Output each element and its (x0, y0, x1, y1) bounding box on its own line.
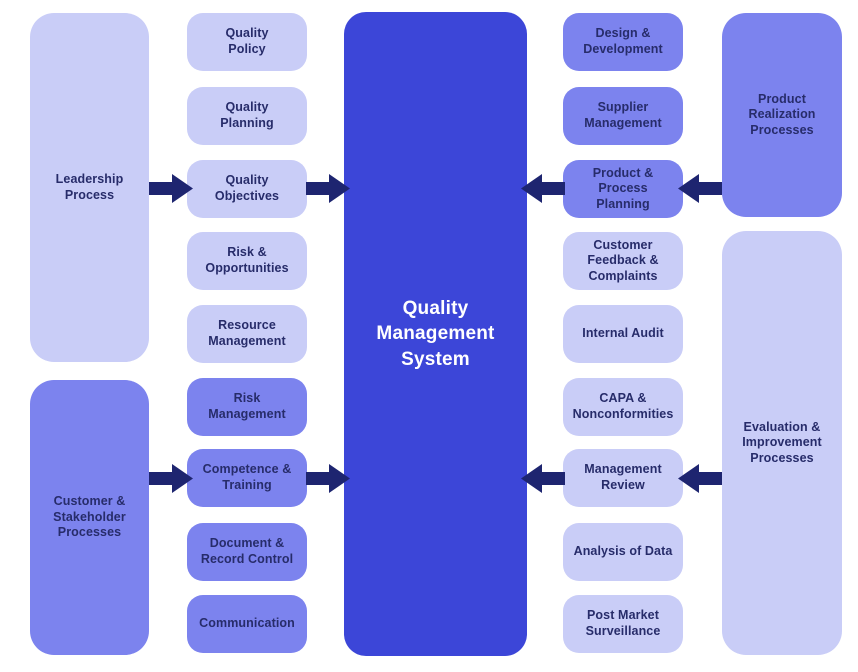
process-label: Quality Planning (220, 100, 274, 130)
arrow-left-management-review-to-center-icon (521, 464, 565, 493)
process-label: Communication (199, 616, 295, 631)
group-box-evaluation-improvement-processes: Evaluation & Improvement Processes (722, 231, 842, 655)
arrow-right-quality-objectives-to-center-icon (306, 174, 350, 203)
process-label: CAPA & Nonconformities (572, 391, 674, 421)
group-label-leadership-process: Leadership Process (55, 171, 124, 202)
process-box-customer-feedback-complaints: Customer Feedback & Complaints (563, 232, 683, 290)
process-box-capa-nonconformities: CAPA & Nonconformities (563, 378, 683, 436)
process-box-resource-management: Resource Management (187, 305, 307, 363)
process-label: Product & Process Planning (592, 165, 654, 211)
process-label: Analysis of Data (573, 544, 673, 559)
process-box-quality-policy: Quality Policy (187, 13, 307, 71)
process-label: Post Market Surveillance (585, 608, 661, 638)
process-box-quality-objectives: Quality Objectives (187, 160, 307, 218)
arrow-left-product-process-planning-to-center-icon (521, 174, 565, 203)
arrow-left-evaluation-improvement-to-management-review-icon (678, 464, 722, 493)
process-box-post-market-surveillance: Post Market Surveillance (563, 595, 683, 653)
center-box-quality-management-system: Quality Management System (344, 12, 527, 656)
group-box-leadership-process: Leadership Process (30, 13, 149, 362)
arrow-right-leadership-to-quality-objectives-icon (149, 174, 193, 203)
center-title: Quality Management System (376, 297, 495, 370)
process-box-analysis-of-data: Analysis of Data (563, 523, 683, 581)
process-box-management-review: Management Review (563, 449, 683, 507)
process-box-communication: Communication (187, 595, 307, 653)
arrow-right-competence-training-to-center-icon (306, 464, 350, 493)
process-label: Quality Objectives (214, 173, 280, 203)
arrow-left-product-realization-to-product-process-planning-icon (678, 174, 722, 203)
process-box-supplier-management: Supplier Management (563, 87, 683, 145)
process-box-risk-management: Risk Management (187, 378, 307, 436)
process-label: Risk Management (208, 391, 286, 421)
process-box-competence-training: Competence & Training (187, 449, 307, 507)
process-label: Quality Policy (225, 26, 269, 56)
group-box-customer-stakeholder-processes: Customer & Stakeholder Processes (30, 380, 149, 655)
process-label: Document & Record Control (200, 536, 294, 566)
group-label-product-realization-processes: Product Realization Processes (748, 91, 816, 137)
group-box-product-realization-processes: Product Realization Processes (722, 13, 842, 217)
process-label: Supplier Management (584, 100, 662, 130)
process-label: Management Review (584, 462, 662, 492)
process-box-document-record-control: Document & Record Control (187, 523, 307, 581)
process-label: Risk & Opportunities (205, 245, 289, 275)
process-box-internal-audit: Internal Audit (563, 305, 683, 363)
process-label: Internal Audit (582, 326, 664, 341)
arrow-right-customer-stakeholder-to-competence-training-icon (149, 464, 193, 493)
process-label: Customer Feedback & Complaints (587, 237, 659, 283)
process-label: Competence & Training (202, 462, 292, 492)
group-label-customer-stakeholder-processes: Customer & Stakeholder Processes (53, 494, 126, 540)
process-box-product-process-planning: Product & Process Planning (563, 160, 683, 218)
process-box-quality-planning: Quality Planning (187, 87, 307, 145)
group-label-evaluation-improvement-processes: Evaluation & Improvement Processes (742, 419, 822, 465)
process-box-risk-opportunities: Risk & Opportunities (187, 232, 307, 290)
process-label: Resource Management (208, 318, 286, 348)
process-label: Design & Development (583, 26, 663, 56)
process-box-design-development: Design & Development (563, 13, 683, 71)
